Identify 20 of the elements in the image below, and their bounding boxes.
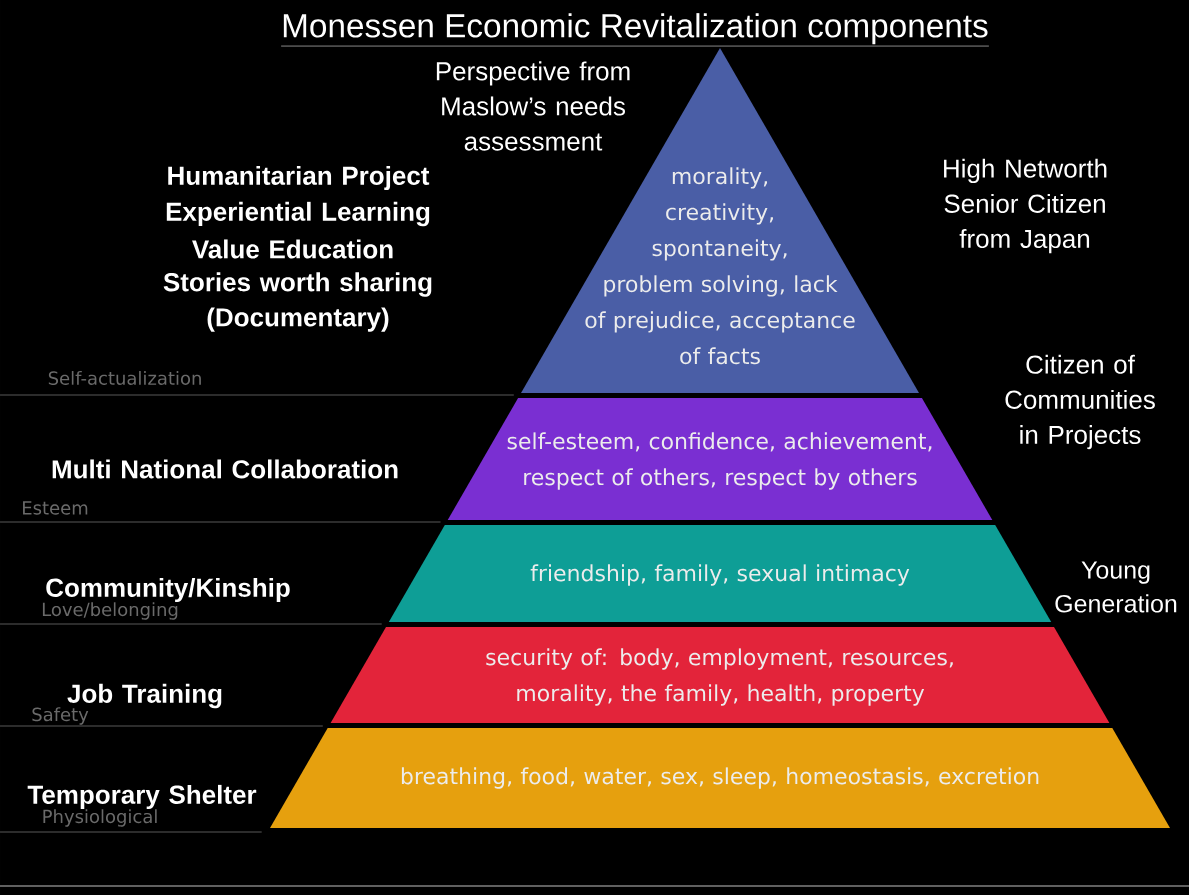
label-text: Humanitarian Project [168, 165, 430, 191]
label-text: Young Generation [1055, 561, 1177, 613]
label-text: Experiential Learning [166, 201, 430, 227]
label-text: Value Education [192, 239, 393, 259]
pyramid-level: breathing, food, water, sex, sleep, homeostasis, excretion [270, 728, 1170, 828]
label-text: Multi National Collaboration [52, 459, 398, 479]
faded-level-name: Safety [32, 707, 89, 725]
label-text: Citizen of Communities in Projects [1005, 354, 1155, 450]
label-text: Community/Kinship [46, 577, 290, 603]
label-text: Stories worth sharing (Documentary) [163, 272, 432, 332]
pyramid-level: self-esteem, confidence, achievement, respect of others, respect by others [447, 398, 993, 520]
faded-level-name: Esteem [23, 501, 88, 515]
faded-level-name: Self-actualization [48, 371, 201, 385]
faded-level-name: Physiological [43, 809, 157, 827]
label-text: Job Training [67, 683, 222, 709]
label-text: High Networth Senior Citizen from Japan [944, 158, 1107, 254]
pyramid-level: security of: body, employment, resources, morality, the family, health, property [330, 627, 1110, 723]
title: Monessen Economic Revitalization components [280, 13, 990, 47]
faded-level-name: Love/belonging [42, 602, 178, 620]
pyramid-level: friendship, family, sexual intimacy [388, 525, 1052, 622]
